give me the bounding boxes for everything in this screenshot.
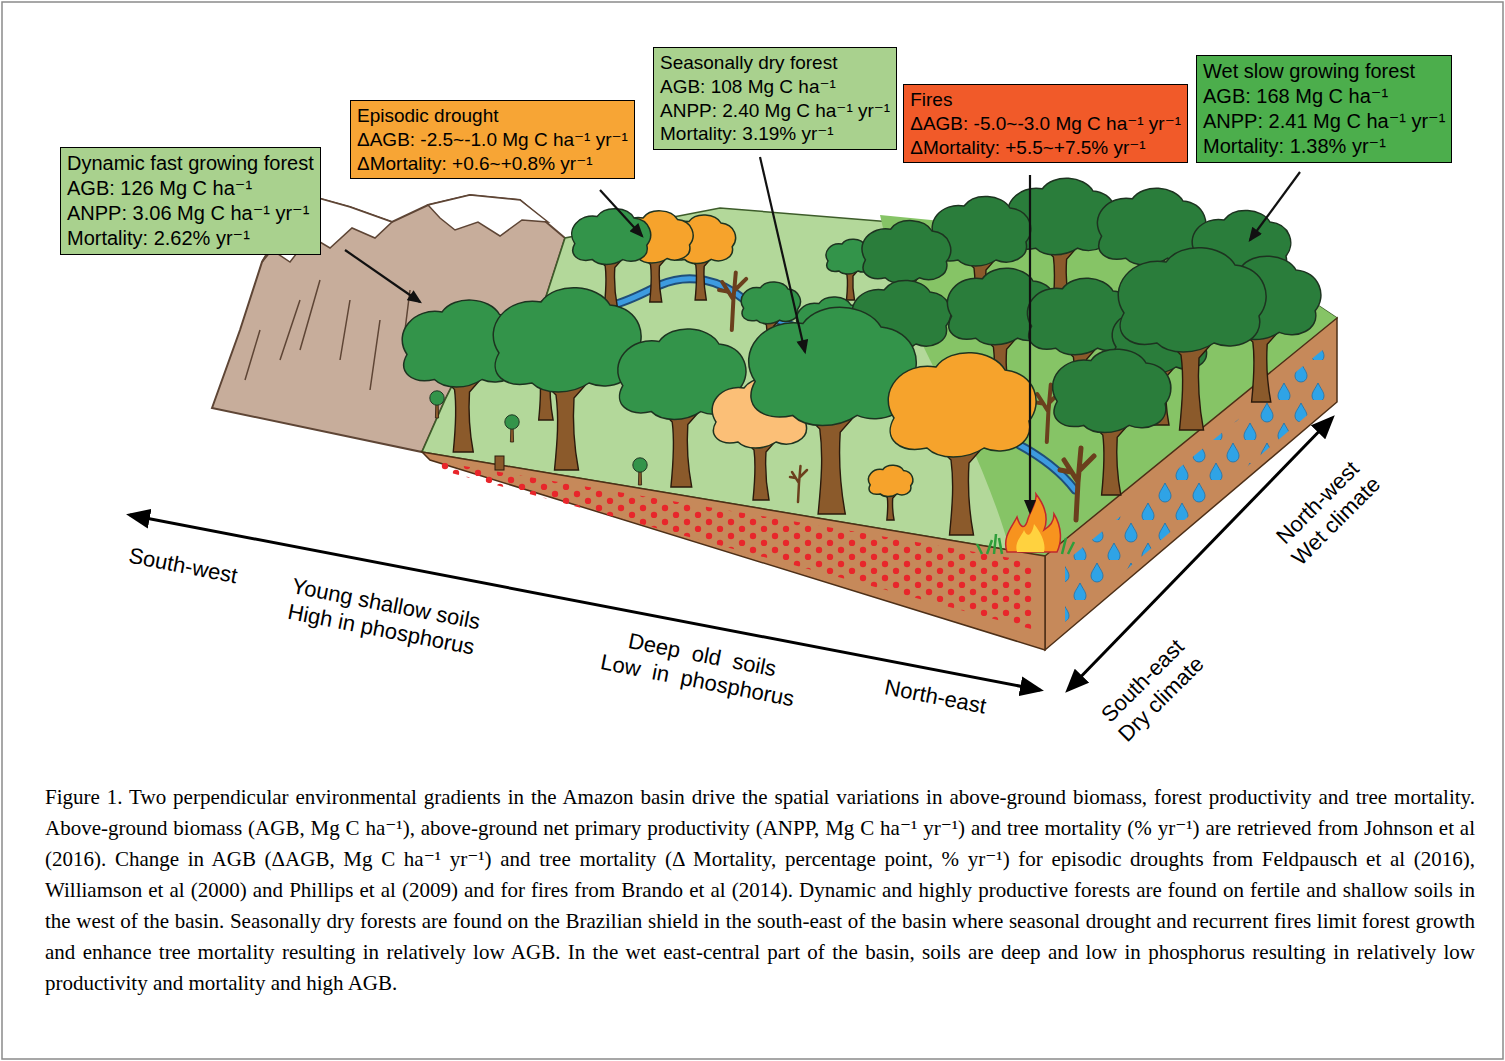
leader-arrow	[600, 190, 642, 236]
sapling	[430, 391, 444, 418]
callout-heading: Fires	[910, 88, 1181, 112]
callout-value: ΔMortality: +5.5~+7.5% yr⁻¹	[910, 136, 1181, 160]
callout-value: AGB: 168 Mg C ha⁻¹	[1203, 84, 1445, 109]
figure-caption: Figure 1. Two perpendicular environmenta…	[45, 782, 1475, 999]
callout-box: Episodic droughtΔAGB: -2.5~-1.0 Mg C ha⁻…	[350, 100, 635, 179]
callout-box: FiresΔAGB: -5.0~-3.0 Mg C ha⁻¹ yr⁻¹ΔMort…	[903, 84, 1188, 163]
callout-value: ANPP: 3.06 Mg C ha⁻¹ yr⁻¹	[67, 201, 314, 226]
callout-value: ΔAGB: -5.0~-3.0 Mg C ha⁻¹ yr⁻¹	[910, 112, 1181, 136]
callout-value: Mortality: 1.38% yr⁻¹	[1203, 134, 1445, 159]
callout-value: Mortality: 3.19% yr⁻¹	[660, 122, 890, 146]
soil-front	[422, 452, 1045, 650]
mountain-lines	[245, 280, 410, 390]
callout-value: ΔAGB: -2.5~-1.0 Mg C ha⁻¹ yr⁻¹	[357, 128, 628, 152]
callout-heading: Episodic drought	[357, 104, 628, 128]
callout-box: Dynamic fast growing forestAGB: 126 Mg C…	[60, 147, 321, 255]
gradient-label: Young shallow soils High in phosphorus	[273, 571, 494, 663]
leader-arrow	[345, 250, 420, 302]
callout-heading: Dynamic fast growing forest	[67, 151, 314, 176]
gradient-label: South-west	[127, 543, 240, 590]
callout-value: ANPP: 2.40 Mg C ha⁻¹ yr⁻¹	[660, 99, 890, 123]
fire	[977, 494, 1074, 554]
phosphorus-dots	[440, 462, 1035, 630]
callout-value: ANPP: 2.41 Mg C ha⁻¹ yr⁻¹	[1203, 109, 1445, 134]
dead-tree	[1060, 448, 1094, 520]
leader-arrow	[1250, 172, 1300, 240]
callout-box: Seasonally dry forestAGB: 108 Mg C ha⁻¹A…	[653, 47, 897, 150]
callout-heading: Seasonally dry forest	[660, 51, 890, 75]
gradient-label: North-west Wet climate	[1263, 448, 1392, 577]
callout-value: AGB: 126 Mg C ha⁻¹	[67, 176, 314, 201]
gradient-axis	[130, 515, 1040, 690]
leader-arrow	[760, 157, 805, 352]
callout-box: Wet slow growing forestAGB: 168 Mg C ha⁻…	[1196, 55, 1452, 163]
stump	[495, 456, 504, 470]
callout-value: Mortality: 2.62% yr⁻¹	[67, 226, 314, 251]
sapling	[633, 458, 647, 485]
gradient-label: South-east Dry climate	[1088, 626, 1217, 755]
drought-tree	[868, 465, 912, 520]
snow-cap	[428, 195, 548, 236]
sapling	[505, 415, 519, 442]
dead-tree	[790, 466, 807, 502]
drought-tree	[888, 353, 1036, 535]
gradient-label: North-east	[882, 674, 988, 719]
callout-value: ΔMortality: +0.6~+0.8% yr⁻¹	[357, 152, 628, 176]
callout-value: AGB: 108 Mg C ha⁻¹	[660, 75, 890, 99]
callout-heading: Wet slow growing forest	[1203, 59, 1445, 84]
leader-arrow	[1029, 175, 1031, 512]
gradient-label: Deep old soils Low in phosphorus	[597, 623, 803, 712]
